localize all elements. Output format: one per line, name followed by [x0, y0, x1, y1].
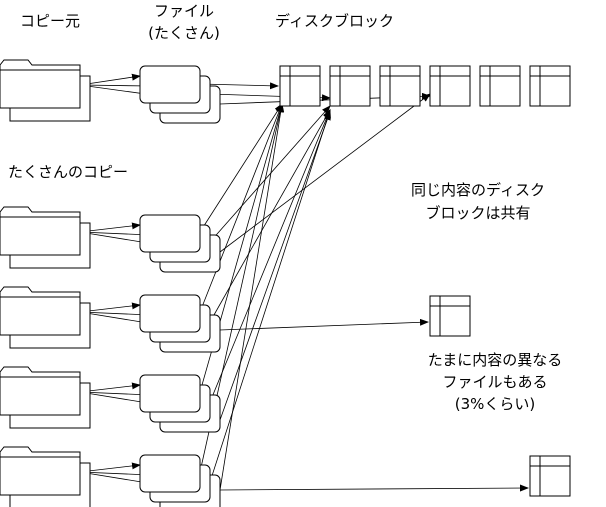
disk-block-4	[429, 65, 471, 107]
file-stack-3	[139, 294, 221, 353]
blocks-header: ディスクブロック	[275, 12, 394, 30]
files-header-line1: ファイル	[154, 2, 214, 20]
file-to-block-arrow	[199, 82, 279, 90]
file-to-unique-block-arrow	[219, 318, 429, 331]
file-to-unique-block-arrow	[219, 484, 529, 492]
copy-to-shared-block-arrow	[199, 103, 283, 233]
folder-to-file-arrow	[79, 391, 151, 399]
source-folder-4	[0, 366, 91, 429]
folder-to-file-arrow	[79, 231, 151, 239]
source-folder-2	[0, 206, 91, 269]
folder-to-file-arrow	[79, 311, 151, 319]
rare-diff-note-line1: たまに内容の異なる	[428, 351, 563, 369]
folder-layer	[0, 59, 91, 507]
disk-block-unique-1	[429, 295, 471, 337]
file-stack-1	[139, 65, 221, 124]
rare-diff-note-line3: (3%くらい)	[455, 395, 536, 413]
copy-to-shared-block-arrow	[209, 105, 331, 243]
file-stack-4	[139, 374, 221, 433]
disk-block-3	[379, 65, 421, 107]
copy-to-shared-block-arrow	[219, 103, 285, 491]
copy-to-shared-block-arrow	[199, 103, 283, 313]
copy-to-shared-block-arrow	[209, 109, 331, 323]
shared-blocks-note-line2: ブロックは共有	[425, 204, 530, 222]
copies-label: たくさんのコピー	[8, 163, 128, 181]
folder-to-file-arrow	[79, 471, 151, 479]
disk-block-6	[529, 65, 571, 107]
source-folder-3	[0, 286, 91, 349]
disk-block-2	[329, 65, 371, 107]
copy-to-shared-block-arrow	[209, 109, 331, 403]
disk-block-1	[279, 65, 321, 107]
source-folder-1	[0, 59, 91, 122]
rare-diff-note-line2: ファイルもある	[442, 373, 547, 391]
file-stack-5	[139, 454, 221, 507]
source-folder-5	[0, 446, 91, 507]
folder-to-file-arrow	[79, 82, 151, 90]
files-header-line2: (たくさん)	[148, 24, 220, 42]
source-header: コピー元	[20, 12, 80, 30]
block-layer	[279, 65, 571, 497]
disk-block-5	[479, 65, 521, 107]
disk-block-unique-2	[529, 455, 571, 497]
file-stack-2	[139, 214, 221, 273]
connector-layer	[79, 73, 529, 492]
copy-to-shared-block-arrow	[219, 93, 431, 253]
shared-blocks-note-line1: 同じ内容のディスク	[411, 181, 545, 199]
copy-to-shared-block-arrow	[219, 111, 331, 421]
copy-to-shared-block-arrow	[209, 109, 331, 483]
file-layer	[139, 65, 221, 507]
